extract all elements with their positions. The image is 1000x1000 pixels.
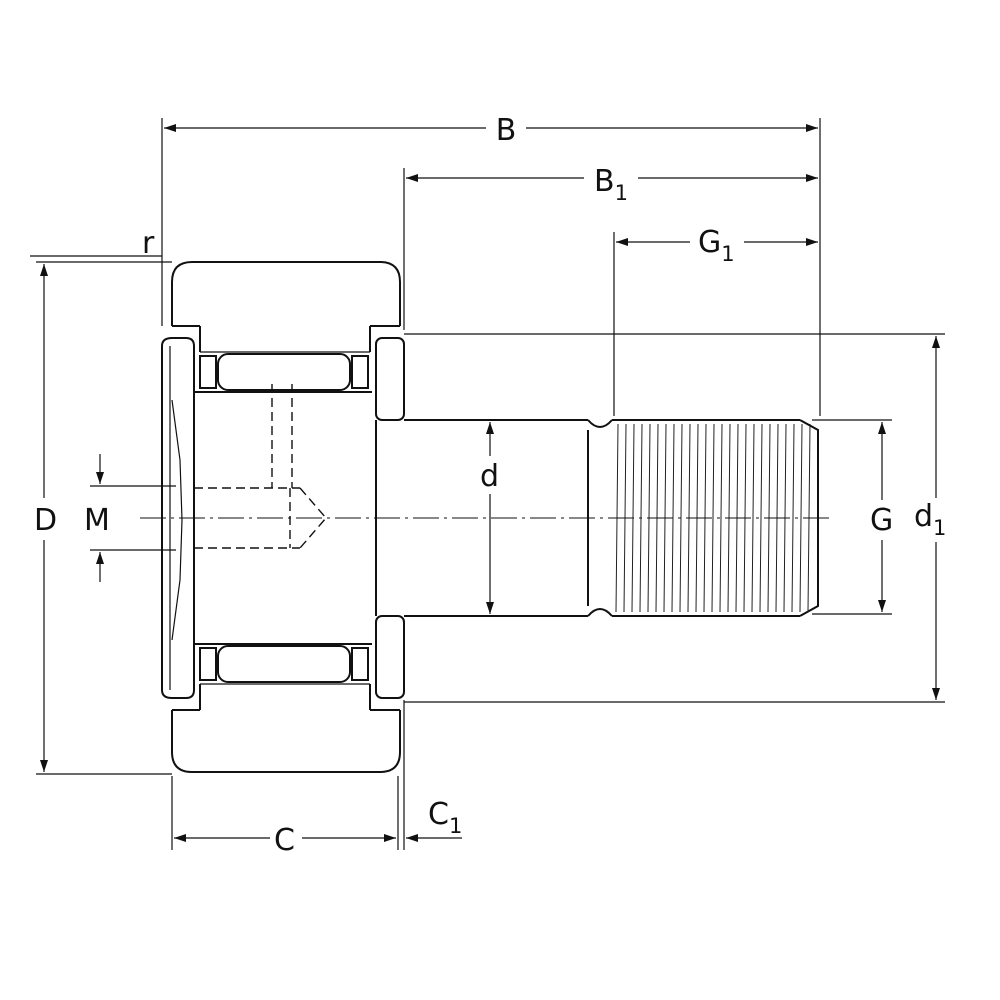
end-plate — [161, 337, 195, 699]
thread-line — [799, 423, 803, 613]
label-D: D — [34, 503, 57, 538]
thread-line — [719, 423, 723, 613]
label-G: G — [870, 503, 893, 538]
label-C: C — [274, 823, 295, 858]
thread-line — [791, 423, 795, 613]
label-M: M — [84, 503, 110, 538]
thread-line — [751, 423, 755, 613]
label-B1: B1 — [594, 164, 628, 205]
thread-line — [759, 423, 763, 613]
label-G1: G1 — [698, 225, 735, 266]
label-d: d — [480, 459, 499, 494]
lubrication-hole — [194, 384, 327, 549]
extension-lines — [30, 118, 945, 850]
needle-rollers — [194, 353, 372, 683]
label-B: B — [496, 113, 517, 148]
dimension-labels: B B1 G1 r D M d G d1 C C1 — [30, 110, 950, 858]
label-C1: C1 — [428, 797, 462, 838]
thread-line — [711, 423, 715, 613]
label-r: r — [142, 226, 155, 261]
label-d1: d1 — [914, 499, 946, 540]
outer-ring — [171, 261, 401, 773]
